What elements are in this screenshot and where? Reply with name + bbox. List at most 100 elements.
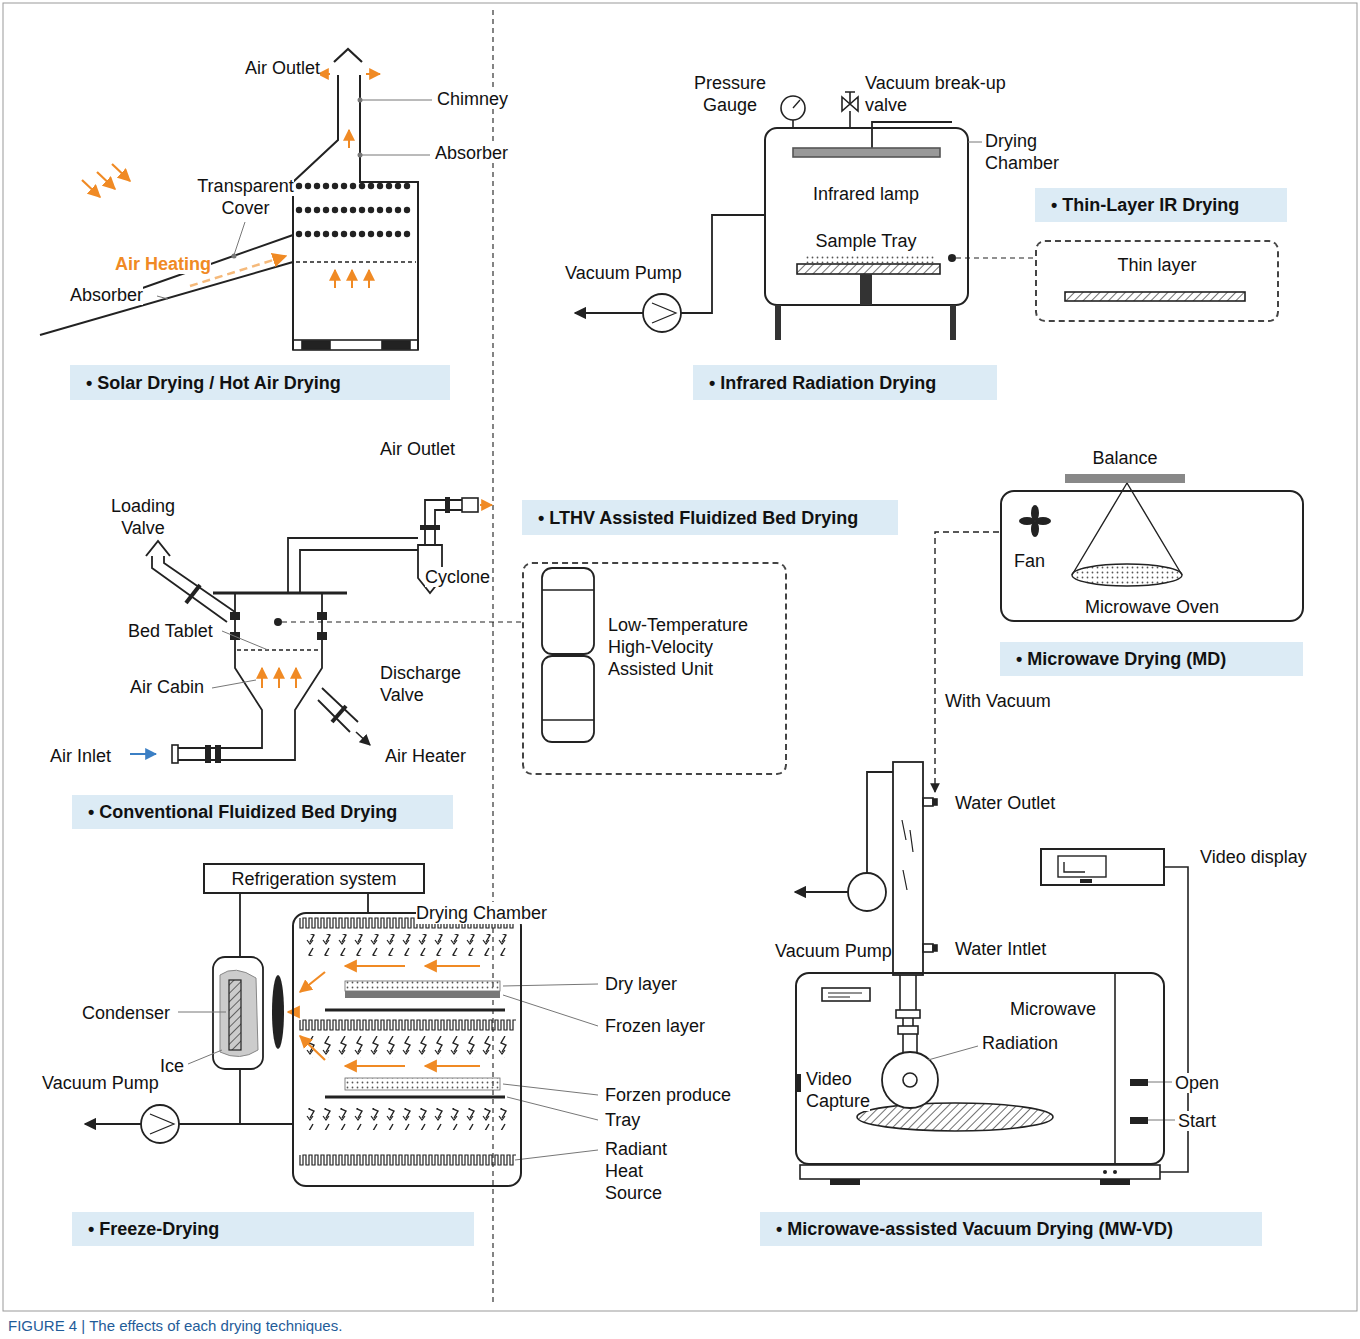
node-text: Refrigeration system [205, 868, 423, 890]
part-label: Dry layer [605, 974, 677, 994]
part-label: Air Heating [115, 254, 211, 274]
part-label-box: Loading Valve [103, 495, 183, 539]
part-label-box: Vacuum Pump [42, 1072, 159, 1094]
part-label: With Vacuum [945, 691, 1051, 711]
part-label-box: Cyclone [425, 566, 490, 588]
part-label: Condenser [82, 1003, 170, 1023]
part-label: Absorber [435, 143, 508, 163]
part-label-box: Air Cabin [130, 676, 204, 698]
video-display: Video display [1040, 848, 1165, 886]
part-label: Open [1175, 1073, 1219, 1093]
part-label-box: With Vacuum [945, 690, 1051, 712]
technique-band: • Microwave-assisted Vacuum Drying (MW-V… [760, 1212, 1262, 1246]
part-label: Chimney [437, 89, 508, 109]
part-label: Air Outlet [245, 58, 320, 78]
part-label-box: Open [1175, 1072, 1219, 1094]
node-text: Microwave [1010, 998, 1096, 1020]
detail-box: Thin layer [1035, 240, 1279, 322]
part-label: Drying Chamber [985, 131, 1059, 173]
node-text: • Thin-Layer IR Drying [1051, 194, 1239, 216]
drying-chamber: Drying Chamber [292, 912, 522, 1187]
part-label: Vacuum break-up valve [865, 73, 1006, 115]
part-label: Vacuum Pump [565, 263, 682, 283]
part-label: Video Capture [806, 1069, 870, 1111]
node-text: Drying Chamber [416, 902, 547, 924]
part-label-box: Start [1178, 1110, 1216, 1132]
part-label-box: Sample Tray [796, 230, 936, 252]
part-label-box: Absorber [70, 284, 143, 306]
part-label: Water Intlet [955, 939, 1046, 959]
part-label-box: Chimney [437, 88, 508, 110]
part-label: Sample Tray [815, 231, 916, 251]
part-label: Radiation [982, 1033, 1058, 1053]
node-text: Low-Temperature High-Velocity Assisted U… [608, 614, 763, 680]
part-label: Vacuum Pump [42, 1073, 159, 1093]
part-label: Air Cabin [130, 677, 204, 697]
part-label-box: Air Inlet [50, 745, 111, 767]
node-text: • LTHV Assisted Fluidized Bed Drying [538, 507, 858, 529]
part-label-box: Air Outlet [245, 57, 320, 79]
part-label-box: Absorber [435, 142, 508, 164]
part-label: Water Outlet [955, 793, 1055, 813]
technique-band: • Infrared Radiation Drying [693, 365, 997, 400]
node-text: • Conventional Fluidized Bed Drying [88, 801, 397, 823]
technique-band: • Solar Drying / Hot Air Drying [70, 365, 450, 400]
part-label-box: Air Outlet [380, 438, 455, 460]
part-label-box: Vacuum Pump [565, 262, 682, 284]
node-text: • Microwave Drying (MD) [1016, 648, 1226, 670]
part-label-box: Video Capture [806, 1068, 874, 1112]
node-text: Fan [1014, 550, 1045, 572]
part-label: Radiant Heat Source [605, 1139, 667, 1203]
part-label: Infrared lamp [813, 184, 919, 204]
part-label-box: Condenser [82, 1002, 170, 1024]
part-label-box: Drying Chamber [985, 130, 1065, 174]
technique-band: • Freeze-Drying [72, 1212, 474, 1246]
figure-caption: FIGURE 4 | The effects of each drying te… [8, 1317, 342, 1334]
part-label: Loading Valve [111, 496, 175, 538]
part-label-box: Air Heating [115, 253, 211, 275]
part-label-box: Radiant Heat Source [605, 1138, 705, 1204]
part-label-box: Transparent Cover [193, 175, 298, 219]
part-label: Air Heater [385, 746, 466, 766]
part-label: Pressure Gauge [694, 73, 766, 115]
node-text: Microwave Oven [1002, 596, 1302, 618]
technique-band: • Microwave Drying (MD) [1000, 642, 1303, 676]
part-label-box: Infrared lamp [796, 183, 936, 205]
part-label: Frozen layer [605, 1016, 705, 1036]
technique-band: • LTHV Assisted Fluidized Bed Drying [522, 500, 898, 535]
part-label-box: Ice [160, 1055, 184, 1077]
part-label-box: Pressure Gauge [688, 72, 772, 116]
node-text: Thin layer [1037, 254, 1277, 276]
part-label-box: Dry layer [605, 973, 677, 995]
part-label-box: Water Intlet [955, 938, 1046, 960]
part-label: Vacuum Pump [775, 941, 892, 961]
part-label: Bed Tablet [128, 621, 213, 641]
part-label: Start [1178, 1111, 1216, 1131]
node-text: • Infrared Radiation Drying [709, 372, 936, 394]
part-label-box: Frozen layer [605, 1015, 705, 1037]
detail-box: Low-Temperature High-Velocity Assisted U… [522, 562, 787, 775]
node-text: Video display [1200, 846, 1307, 868]
part-label: Air Outlet [380, 439, 455, 459]
node-text: • Freeze-Drying [88, 1218, 219, 1240]
technique-band: • Conventional Fluidized Bed Drying [72, 795, 453, 829]
part-label-box: Air Heater [385, 745, 466, 767]
refrigeration-box: Refrigeration system [203, 863, 425, 894]
part-label-box: Vacuum break-up valve [865, 72, 1025, 116]
part-label-box: Balance [1075, 447, 1175, 469]
part-label: Forzen produce [605, 1085, 731, 1105]
part-label: Ice [160, 1056, 184, 1076]
node-text: • Microwave-assisted Vacuum Drying (MW-V… [776, 1218, 1173, 1240]
part-label-box: Tray [605, 1109, 640, 1131]
part-label-box: Bed Tablet [128, 620, 213, 642]
technique-band: • Thin-Layer IR Drying [1035, 188, 1287, 222]
part-label-box: Forzen produce [605, 1084, 731, 1106]
part-label: Tray [605, 1110, 640, 1130]
part-label: Cyclone [425, 567, 490, 587]
part-label: Transparent Cover [197, 176, 293, 218]
node-text: • Solar Drying / Hot Air Drying [86, 372, 341, 394]
part-label-box: Water Outlet [955, 792, 1055, 814]
part-label-box: Discharge Valve [380, 662, 470, 706]
part-label: Discharge Valve [380, 663, 461, 705]
microwave-oven-box: FanMicrowave Oven [1000, 490, 1304, 622]
